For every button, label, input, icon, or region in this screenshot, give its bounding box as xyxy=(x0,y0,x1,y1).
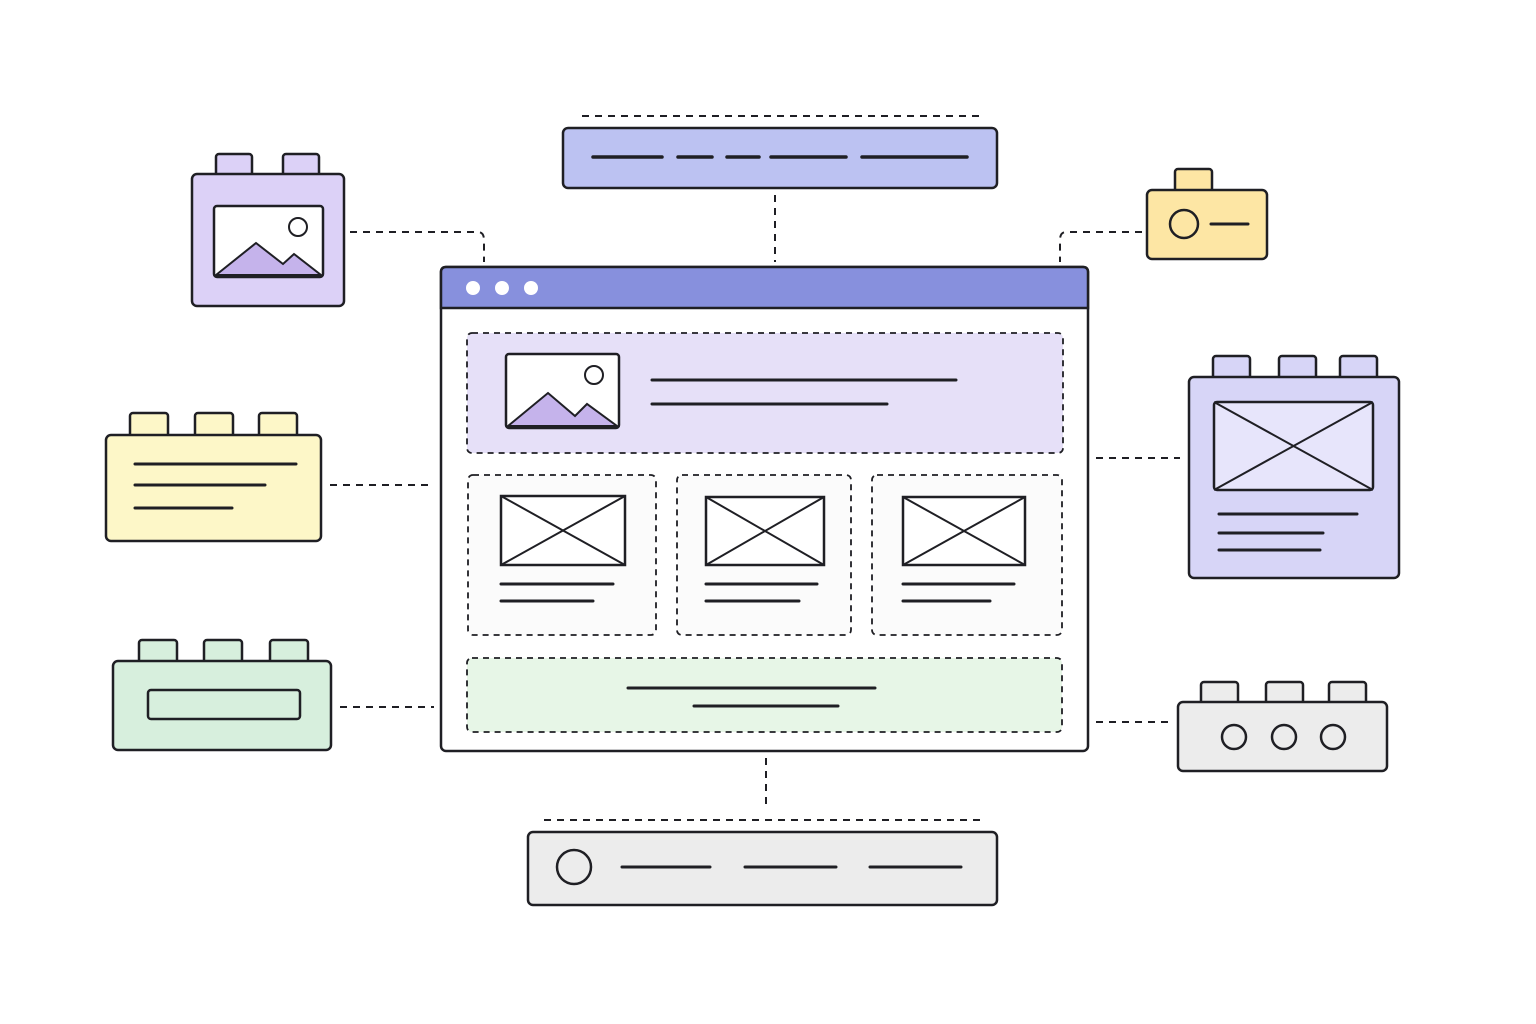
content-card xyxy=(676,474,852,636)
button-block xyxy=(1145,167,1269,261)
toggle-icon xyxy=(1168,208,1250,240)
block-stud xyxy=(193,411,235,439)
block-stud xyxy=(1338,354,1379,381)
pagination-block xyxy=(1176,680,1389,773)
input-block xyxy=(111,638,333,752)
image-placeholder-icon xyxy=(1212,400,1375,492)
window-dot-icon xyxy=(466,281,480,295)
hero-region xyxy=(466,332,1064,454)
avatar-and-links xyxy=(555,848,963,886)
image-icon xyxy=(212,204,325,279)
block-stud xyxy=(1277,354,1318,381)
connector-image-block xyxy=(350,231,485,262)
connector-button-block xyxy=(1059,231,1142,262)
input-field xyxy=(146,688,302,721)
browser-titlebar xyxy=(439,265,1090,310)
nav-bar-block xyxy=(561,126,999,190)
block-stud xyxy=(281,152,321,178)
image-placeholder-icon xyxy=(499,494,627,567)
block-stud xyxy=(257,411,299,439)
text-block xyxy=(104,411,323,543)
text-lines xyxy=(1217,512,1359,552)
browser-window xyxy=(439,265,1090,753)
window-dot-icon xyxy=(495,281,509,295)
footer-band xyxy=(466,657,1063,733)
image-block xyxy=(190,152,346,308)
content-card xyxy=(467,474,657,636)
window-dot-icon xyxy=(524,281,538,295)
avatar-icon xyxy=(555,848,593,886)
hero-text-lines xyxy=(650,378,958,406)
block-stud xyxy=(1211,354,1252,381)
window-dots xyxy=(466,281,538,295)
three-dots-icon xyxy=(1220,723,1347,751)
image-placeholder-icon xyxy=(704,495,826,567)
hero-image-icon xyxy=(504,352,621,430)
text-lines xyxy=(133,462,298,510)
connector-lines xyxy=(330,115,1180,821)
card-row xyxy=(467,474,1063,636)
card-block xyxy=(1187,354,1401,580)
image-placeholder-icon xyxy=(901,495,1027,567)
content-card xyxy=(871,474,1063,636)
footer-bar-block xyxy=(526,830,999,907)
block-stud xyxy=(128,411,170,439)
block-stud xyxy=(214,152,254,178)
